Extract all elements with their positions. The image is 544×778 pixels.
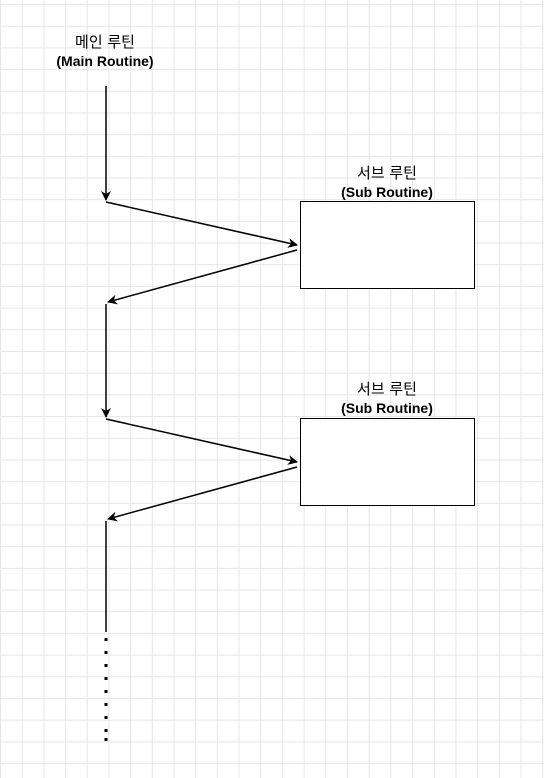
main-routine-label: 메인 루틴 (Main Routine)	[30, 33, 180, 71]
main-routine-title-en: (Main Routine)	[56, 53, 154, 69]
call-arrow-2	[105, 418, 298, 465]
sub-routine-1-label: 서브 루틴 (Sub Routine)	[312, 164, 462, 202]
sub-routine-1-title-ko: 서브 루틴	[357, 164, 417, 182]
return-arrow-1	[107, 249, 298, 305]
call-arrow-1	[105, 201, 298, 248]
sub-routine-1-box	[300, 201, 475, 289]
continuation-dots	[104, 638, 108, 741]
sub-routine-2-title-en: (Sub Routine)	[341, 400, 433, 416]
sub-routine-1-title-en: (Sub Routine)	[341, 184, 433, 200]
sub-routine-2-label: 서브 루틴 (Sub Routine)	[312, 380, 462, 418]
main-routine-title-ko: 메인 루틴	[75, 33, 135, 51]
sub-routine-2-title-ko: 서브 루틴	[357, 380, 417, 398]
sub-routine-2-box	[300, 418, 475, 506]
return-arrow-2	[107, 466, 298, 522]
